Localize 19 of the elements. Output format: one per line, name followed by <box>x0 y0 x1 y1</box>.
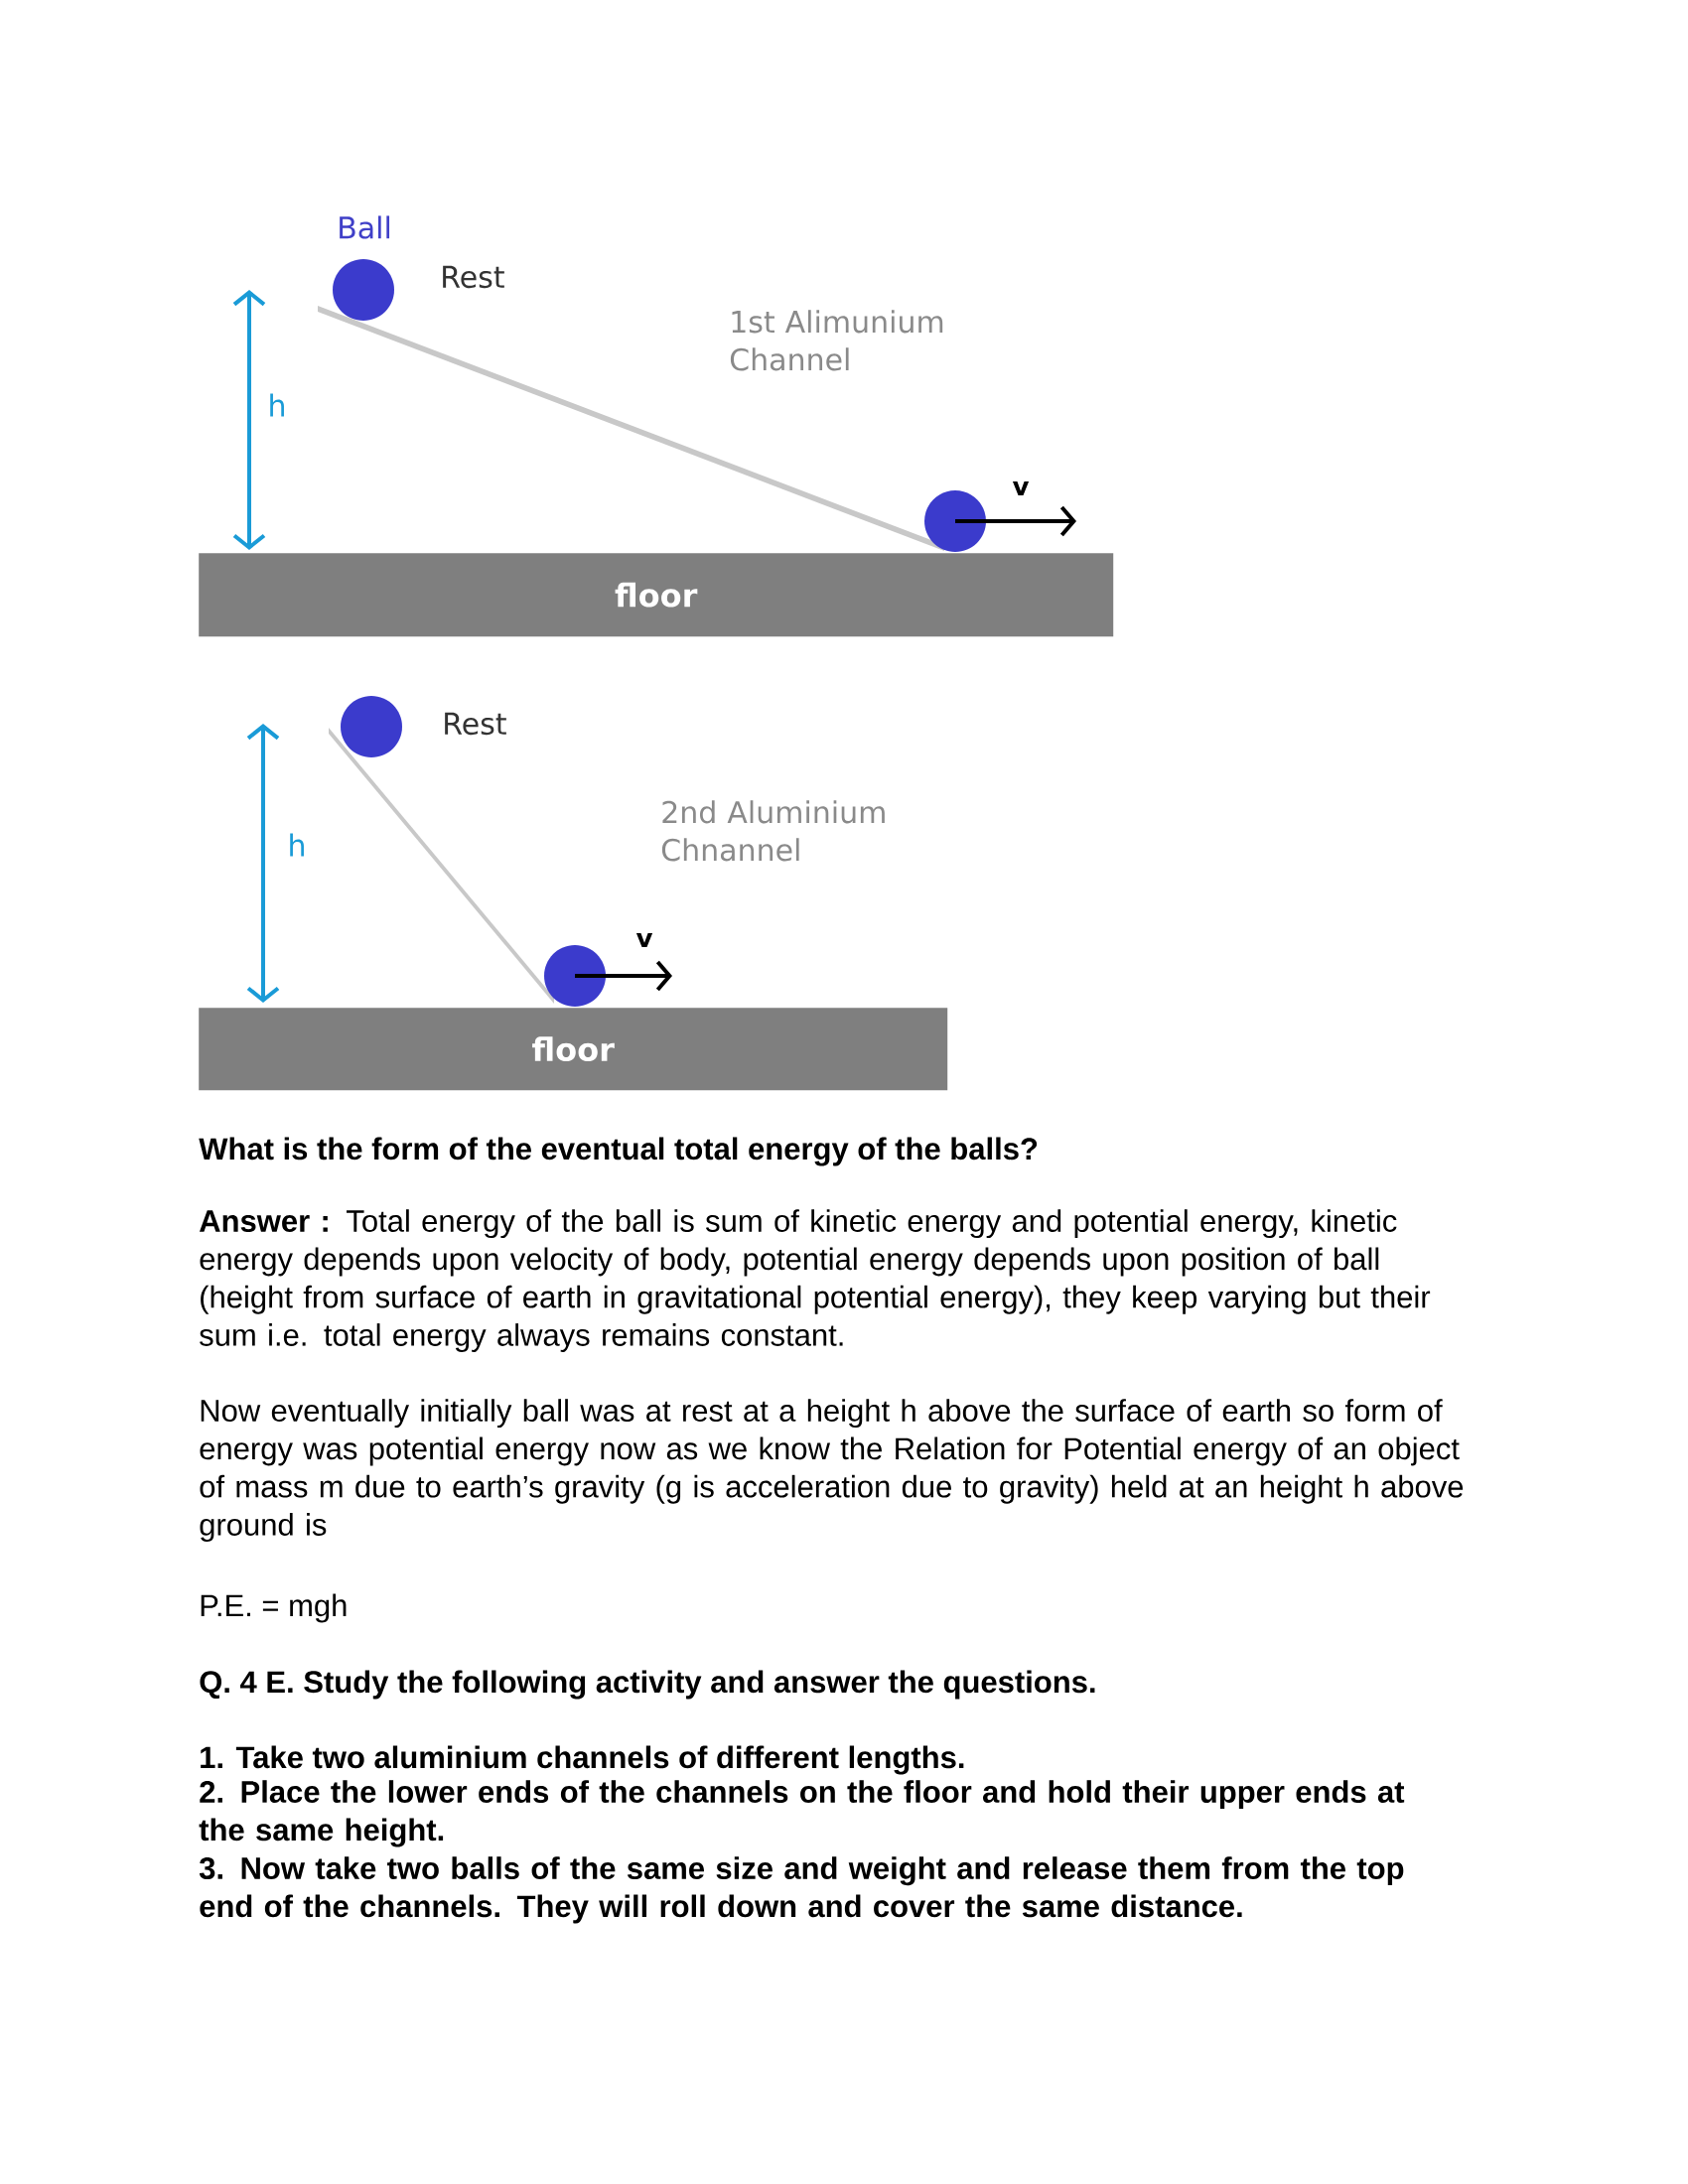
symbol-label: h <box>270 393 284 417</box>
part-label: Ball <box>340 215 390 239</box>
question-text: 3. Now take two balls of the same size and weight and release them from the top end of the channels. They will roll down and cover the same distance. <box>199 1856 1404 1924</box>
question-text: Q. 4 E. Study the following activity and answer the questions. <box>200 1670 1095 1700</box>
question-text: 2. Place the lower ends of the channels on the floor and hold their upper ends at the same height. <box>199 1780 1405 1847</box>
question-text: What is the form of the eventual total energy of the balls? <box>199 1137 1038 1166</box>
symbol-label: h <box>290 833 304 857</box>
symbol-label: v <box>1012 480 1030 496</box>
floor-bar: floor <box>199 1008 948 1091</box>
paragraph: Answer : Total energy of the ball is sum of kinetic energy and potential energy, kinetic energy depends upon velocity of body, potential energy depends upon position of ball (height from surface of earth in gravitational potential energy), they keep varying but their sum i.e. total energy always remains constant. <box>199 1209 1431 1352</box>
question-text: 1. Take two aluminium channels of different lengths. <box>201 1745 964 1775</box>
symbol-label: v <box>635 932 653 948</box>
state-label: Rest <box>445 712 506 736</box>
paragraph: Now eventually initially ball was at rest at a height h above the surface of earth so form of energy was potential energy now as we know the Relation for Potential energy of an object of mass m due to earth’s gravity (g is acceleration due to gravity) held at an height h above ground is <box>200 1399 1464 1542</box>
part-label: 1st Alimunium Channel <box>730 310 943 371</box>
state-label: Rest <box>443 265 504 289</box>
floor-bar: floor <box>199 553 1114 637</box>
part-label: 2nd Aluminium Chnannel <box>661 800 885 862</box>
paragraph: P.E. = mgh <box>201 1593 347 1623</box>
